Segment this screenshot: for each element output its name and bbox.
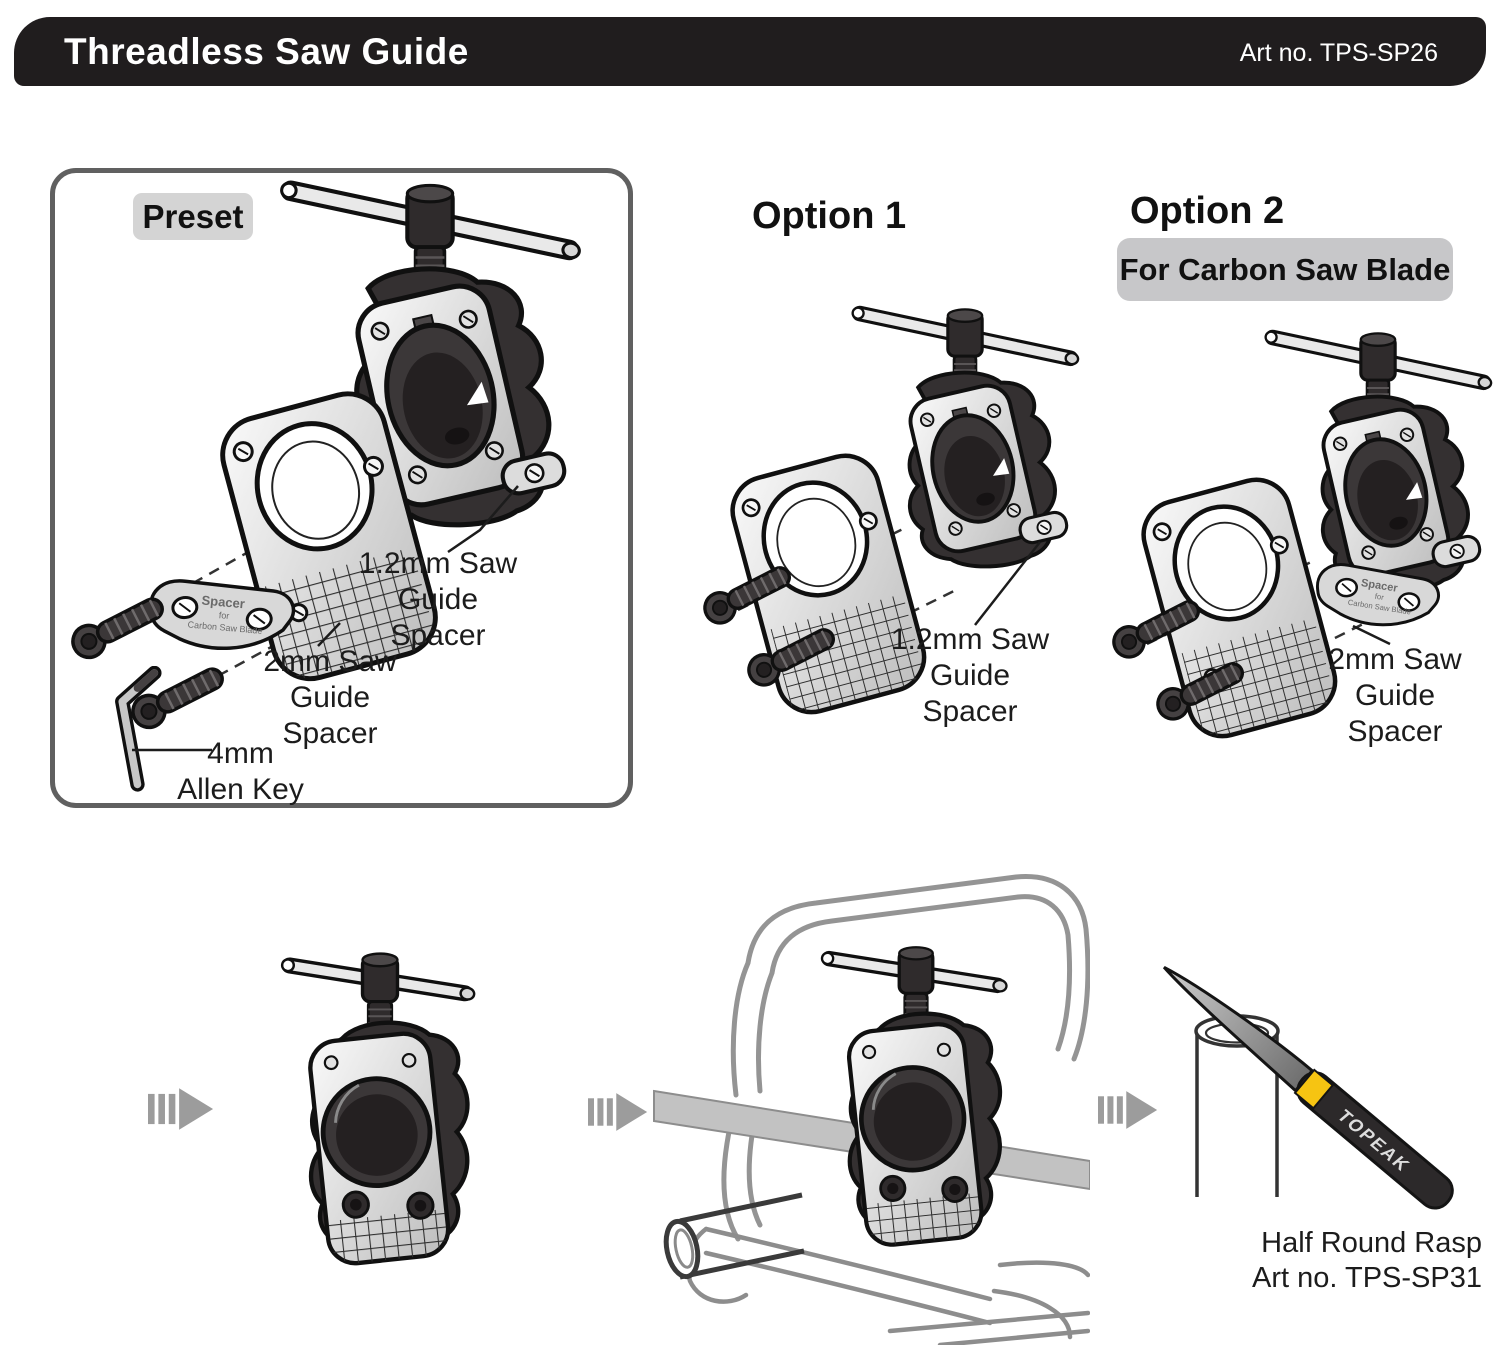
art-number: Art no. TPS-SP26	[1239, 39, 1438, 67]
label-2mm-saw-guide-spacer: 2mm Saw Guide Spacer	[1305, 642, 1485, 750]
label-4mm-allen-key: 4mm Allen Key	[158, 736, 323, 808]
step-arrow-icon	[588, 1093, 648, 1131]
label-line: Guide Spacer	[282, 681, 378, 750]
label-2mm-saw-guide-spacer: 2mm Saw Guide Spacer	[245, 644, 415, 752]
page-title: Threadless Saw Guide	[64, 31, 469, 72]
rasp-yellow-band	[1293, 1068, 1335, 1110]
step-arrow-icon	[148, 1088, 214, 1130]
caption-line: Half Round Rasp	[1261, 1227, 1482, 1259]
option1-exploded-illustration	[697, 303, 1080, 720]
label-12mm-saw-guide-spacer: 1.2mm Saw Guide Spacer	[880, 622, 1060, 730]
sawing-scene-illustration	[653, 874, 1090, 1345]
option1-heading: Option 1	[752, 195, 907, 237]
rasp-scene-illustration: TOPEAK	[1162, 965, 1454, 1210]
caption-line: Art no. TPS-SP31	[1252, 1262, 1482, 1294]
title-bar: Threadless Saw Guide Art no. TPS-SP26	[14, 17, 1486, 86]
bolt	[125, 658, 231, 735]
option2-heading: Option 2	[1130, 190, 1285, 232]
assembled-tool-illustration	[250, 935, 490, 1310]
half-round-rasp: TOPEAK	[1162, 965, 1454, 1210]
label-12mm-saw-guide-spacer: 1.2mm Saw Guide Spacer	[348, 546, 528, 654]
label-line: 2mm Saw	[263, 645, 397, 678]
bolt	[65, 588, 171, 665]
label-line: Guide Spacer	[1347, 679, 1443, 748]
saw-guide-on-tube	[821, 947, 1007, 1247]
hacksaw-frame	[721, 874, 1090, 1242]
leader-line	[1352, 624, 1391, 646]
preset-panel	[50, 168, 633, 808]
label-line: 4mm	[207, 737, 274, 770]
rasp-caption: Half Round Rasp Art no. TPS-SP31	[1238, 1226, 1482, 1296]
leader-lines	[132, 485, 519, 752]
rasp-handle	[1296, 1071, 1454, 1210]
preset-exploded-illustration	[65, 168, 633, 808]
leader-line	[974, 541, 1041, 626]
option2-exploded-illustration	[1106, 327, 1495, 740]
rasp-blade	[1162, 965, 1315, 1093]
carbon-saw-blade-badge: For Carbon Saw Blade	[1117, 238, 1453, 301]
label-line: 1.2mm Saw	[358, 547, 518, 580]
steerer-tube	[663, 1192, 805, 1280]
label-line: Guide Spacer	[922, 659, 1018, 728]
label-line: 1.2mm Saw	[890, 623, 1050, 656]
label-line: Guide Spacer	[390, 583, 486, 652]
preset-badge: Preset	[133, 193, 253, 240]
label-line: Allen Key	[177, 773, 304, 806]
step-arrow-icon	[1098, 1091, 1158, 1129]
label-line: 2mm Saw	[1328, 643, 1462, 676]
